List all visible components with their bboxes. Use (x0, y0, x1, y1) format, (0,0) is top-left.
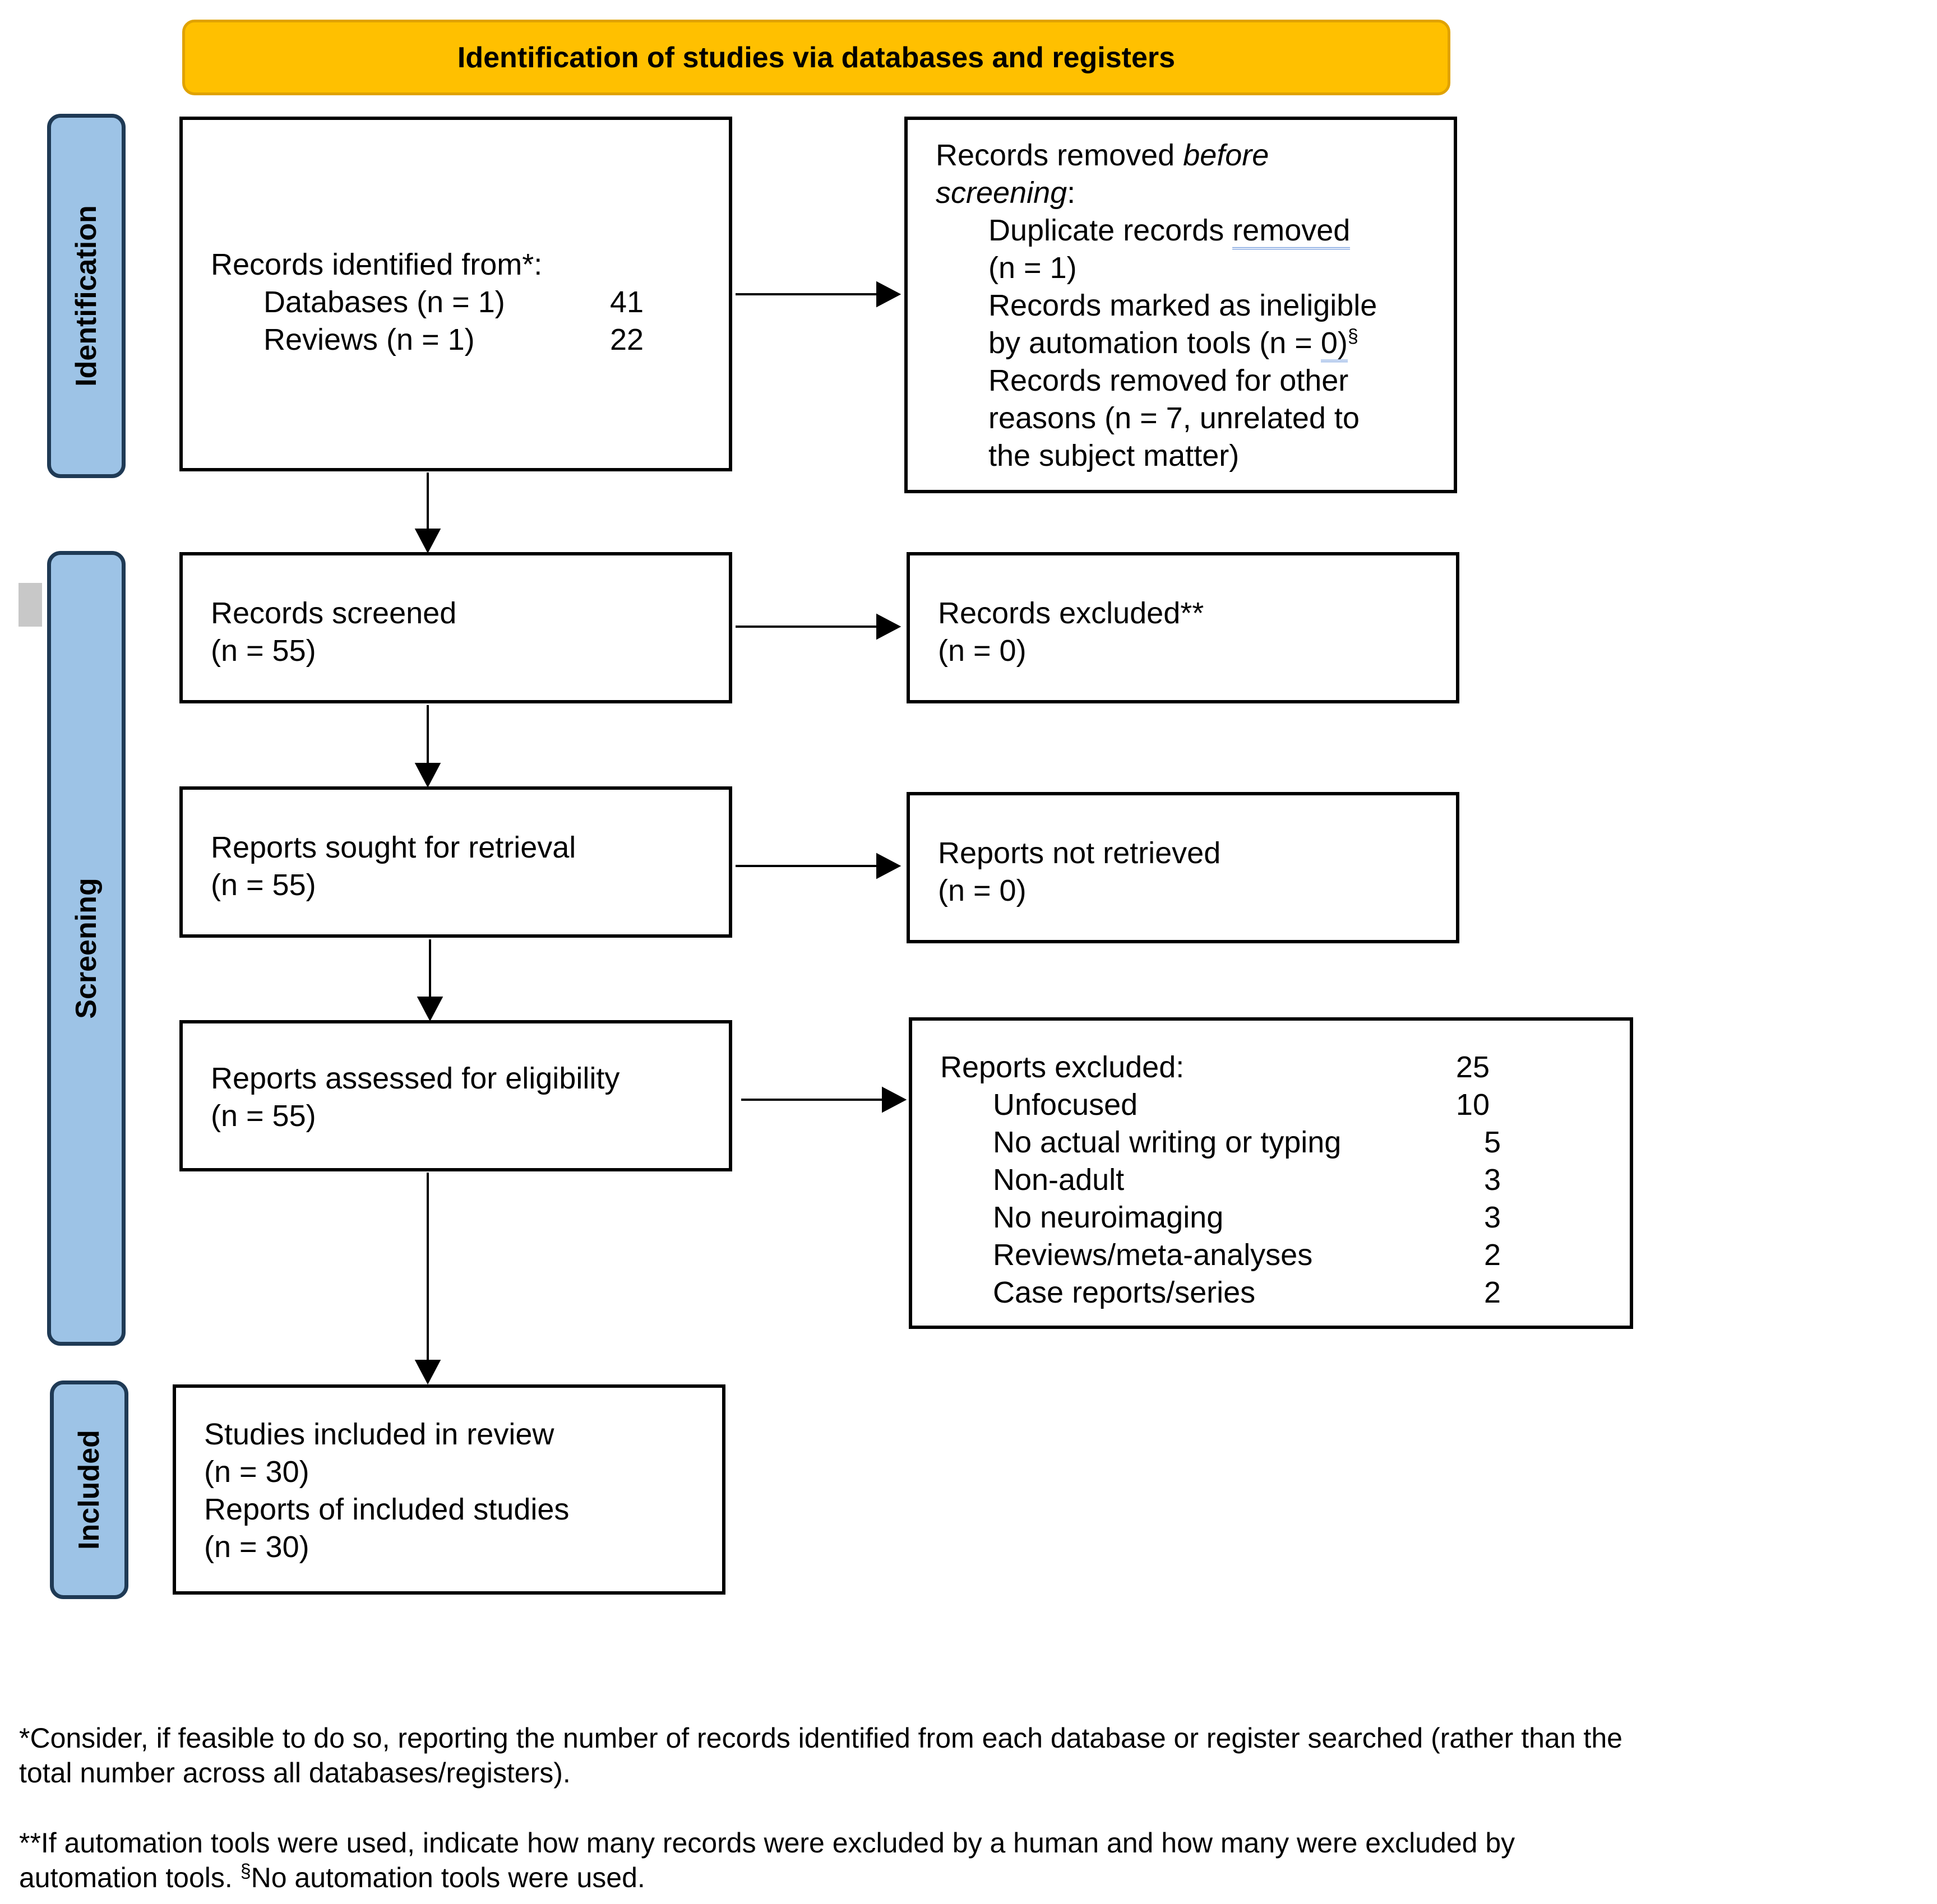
box-reports-sought: Reports sought for retrieval (n = 55) (179, 786, 732, 938)
removed-heading-prefix: Records removed (936, 138, 1184, 172)
exclusion-reason-label: Unfocused (993, 1088, 1138, 1122)
exclusion-reason-value: 3 (1483, 1163, 1501, 1197)
footnote-2-line1: **If automation tools were used, indicat… (19, 1827, 1515, 1859)
excluded-label: Records excluded** (938, 596, 1204, 630)
box-studies-included: Studies included in review (n = 30) Repo… (173, 1384, 725, 1595)
exclusion-reason-value: 2 (1483, 1276, 1501, 1309)
assessed-count: (n = 55) (211, 1099, 316, 1133)
removed-ineligible-mark: § (1347, 326, 1358, 347)
footnote-2-line2: automation tools. §No automation tools w… (19, 1860, 1925, 1895)
removed-duplicates-line: Duplicate records removed (936, 212, 1454, 249)
reports-excluded-heading-row: Reports excluded: 25 (940, 1049, 1630, 1086)
exclusion-reason-value: 10 (1455, 1088, 1490, 1122)
identified-reviews-label: Reviews (n = 1) (263, 323, 475, 356)
identified-databases-row: Databases (n = 1) 41 (211, 284, 729, 321)
arrowhead-sought-to-assessed (417, 997, 443, 1022)
assessed-label: Reports assessed for eligibility (211, 1062, 620, 1095)
removed-duplicates-prefix: Duplicate records (988, 214, 1233, 247)
removed-heading-suffix: : (1067, 176, 1076, 210)
phase-identification: Identification (47, 114, 126, 478)
exclusion-reason-value: 3 (1483, 1201, 1501, 1234)
exclusion-reason-value: 5 (1483, 1125, 1501, 1159)
reports-excluded-heading: Reports excluded: (940, 1050, 1185, 1084)
footnote-2-prefix: automation tools. (19, 1862, 241, 1893)
footnote-1: *Consider, if feasible to do so, reporti… (19, 1721, 1925, 1790)
footnote-1-line1: *Consider, if feasible to do so, reporti… (19, 1722, 1622, 1754)
included-studies-count: (n = 30) (204, 1455, 309, 1489)
removed-other-line1: Records removed for other (988, 364, 1349, 397)
screened-label: Records screened (211, 596, 457, 630)
not-retrieved-count: (n = 0) (938, 874, 1027, 907)
box-reports-excluded: Reports excluded: 25 Unfocused 10 No act… (909, 1017, 1633, 1329)
arrowhead-assessed-to-included (414, 1360, 441, 1385)
removed-ineligible-value: 0) (1320, 326, 1348, 362)
removed-other-line3: the subject matter) (988, 439, 1240, 472)
arrowhead-screened-to-excluded (876, 613, 902, 640)
exclusion-reason-label: No actual writing or typing (993, 1125, 1342, 1159)
screened-count: (n = 55) (211, 634, 316, 668)
box-reports-assessed: Reports assessed for eligibility (n = 55… (179, 1020, 732, 1171)
exclusion-reason-row: Reviews/meta-analyses 2 (940, 1236, 1630, 1274)
removed-ineligible-prefix: by automation tools (n = (988, 326, 1321, 360)
footnote-1-line2: total number across all databases/regist… (19, 1757, 571, 1789)
identified-databases-value: 41 (610, 285, 644, 319)
box-records-removed: Records removed before screening: Duplic… (904, 117, 1457, 493)
box-records-screened: Records screened (n = 55) (179, 552, 732, 703)
removed-ineligible-line2: by automation tools (n = 0)§ (936, 325, 1454, 362)
not-retrieved-label: Reports not retrieved (938, 836, 1221, 870)
box-records-excluded: Records excluded** (n = 0) (907, 552, 1459, 703)
identified-databases-label: Databases (n = 1) (263, 285, 505, 319)
arrowhead-screened-to-sought (414, 763, 441, 788)
removed-duplicates-underlined: removed (1232, 214, 1351, 249)
exclusion-reason-label: Reviews/meta-analyses (993, 1238, 1313, 1272)
removed-other-line2: reasons (n = 7, unrelated to (988, 401, 1360, 435)
exclusion-reason-row: Unfocused 10 (940, 1086, 1630, 1124)
footnote-2-mark: § (240, 1860, 251, 1882)
removed-ineligible-line1: Records marked as ineligible (988, 289, 1377, 322)
exclusion-reason-row: Case reports/series 2 (940, 1274, 1630, 1312)
identified-reviews-value: 22 (610, 323, 644, 356)
removed-heading-line2: screening: (936, 174, 1454, 212)
identified-heading: Records identified from*: (211, 248, 543, 281)
reports-excluded-total: 25 (1455, 1050, 1490, 1084)
arrowhead-assessed-to-excluded (882, 1086, 907, 1113)
exclusion-reason-label: Case reports/series (993, 1276, 1256, 1309)
footnote-2-suffix: No automation tools were used. (251, 1862, 645, 1893)
included-reports-count: (n = 30) (204, 1530, 309, 1564)
sought-count: (n = 55) (211, 868, 316, 902)
removed-heading-italic: before (1183, 138, 1269, 172)
arrowhead-identified-to-screened (414, 529, 441, 554)
included-reports-label: Reports of included studies (204, 1493, 570, 1526)
exclusion-reason-row: No actual writing or typing 5 (940, 1124, 1630, 1161)
arrowhead-identified-to-removed (876, 281, 902, 308)
box-reports-not-retrieved: Reports not retrieved (n = 0) (907, 792, 1459, 943)
sought-label: Reports sought for retrieval (211, 831, 576, 864)
exclusion-reason-row: Non-adult 3 (940, 1161, 1630, 1199)
footnote-2: **If automation tools were used, indicat… (19, 1826, 1925, 1895)
identified-reviews-row: Reviews (n = 1) 22 (211, 321, 729, 359)
header-title: Identification of studies via databases … (457, 41, 1176, 74)
removed-heading-line1: Records removed before (936, 137, 1454, 174)
exclusion-reason-label: No neuroimaging (993, 1201, 1224, 1234)
included-studies-label: Studies included in review (204, 1417, 554, 1451)
exclusion-reason-label: Non-adult (993, 1163, 1125, 1197)
header-banner: Identification of studies via databases … (182, 20, 1450, 95)
excluded-count: (n = 0) (938, 634, 1027, 668)
removed-duplicates-count: (n = 1) (988, 251, 1077, 285)
arrowhead-sought-to-not-retrieved (876, 853, 902, 879)
side-marker (19, 583, 42, 627)
exclusion-reason-row: No neuroimaging 3 (940, 1199, 1630, 1236)
phase-screening: Screening (47, 551, 126, 1346)
exclusion-reason-value: 2 (1483, 1238, 1501, 1272)
phase-included: Included (50, 1380, 128, 1599)
removed-heading-italic2: screening (936, 176, 1067, 210)
box-records-identified: Records identified from*: Databases (n =… (179, 117, 732, 471)
